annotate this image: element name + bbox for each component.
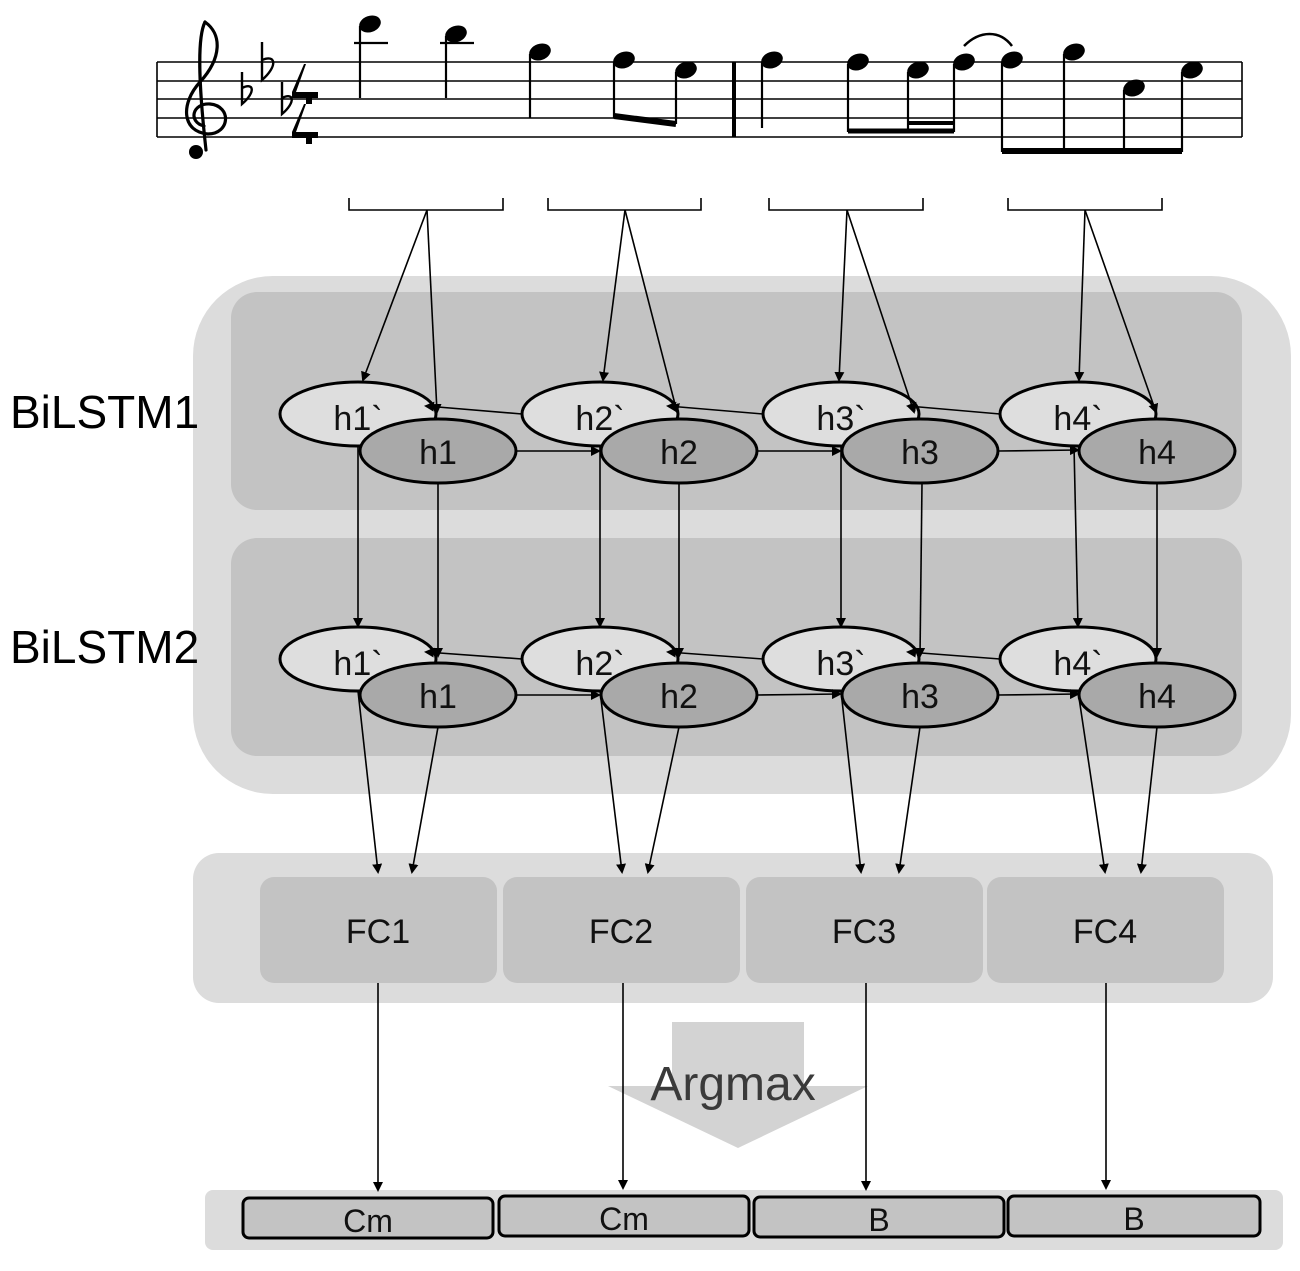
arrow <box>624 209 680 414</box>
output-cell-3 <box>752 1195 1006 1239</box>
bracket-4 <box>1007 198 1163 211</box>
arrow <box>599 690 626 874</box>
arrow <box>846 209 917 414</box>
bilstm2-forward-label-3: h3 <box>901 678 939 716</box>
music-score <box>156 15 1243 159</box>
fc4-box <box>987 877 1224 983</box>
arrow <box>357 690 383 874</box>
arrow <box>840 690 866 874</box>
arrow <box>1084 209 1159 414</box>
output-cell-2 <box>497 1194 751 1238</box>
arrow <box>666 647 764 660</box>
arrow <box>408 726 439 874</box>
bilstm1-forward-label-3: h3 <box>901 434 939 472</box>
fc3-label: FC3 <box>832 913 896 951</box>
arrow <box>424 401 523 415</box>
bilstm2-label: BiLSTM2 <box>10 621 199 673</box>
arrow <box>1074 209 1086 382</box>
arrow <box>906 401 1001 415</box>
arrow <box>1077 690 1109 874</box>
bilstm1-forward-label-4: h4 <box>1138 434 1176 472</box>
notes <box>354 15 1203 154</box>
output-cell-4 <box>1006 1194 1262 1238</box>
arrow <box>1072 445 1083 628</box>
arrow <box>644 726 680 874</box>
bilstm1-forward-label-1: h1 <box>419 434 457 472</box>
fc3-box <box>746 877 983 983</box>
arrow <box>895 726 921 874</box>
argmax-arrow-icon <box>608 1022 868 1148</box>
bilstm2-forward-label-1: h1 <box>419 678 457 716</box>
output-cell-1 <box>241 1196 495 1240</box>
bilstm1-forward-label-2: h2 <box>660 434 698 472</box>
arrow <box>1136 726 1158 874</box>
time-signature <box>292 64 318 144</box>
arrow <box>834 209 848 382</box>
staff-lines <box>156 61 1243 138</box>
argmax-label: Argmax <box>650 1058 815 1111</box>
arrow <box>756 689 842 700</box>
measure-brackets <box>348 198 1163 211</box>
output-label-3: B <box>868 1202 889 1238</box>
fc4-label: FC4 <box>1073 913 1137 951</box>
output-cells <box>241 1194 1262 1240</box>
key-signature-flats <box>240 42 293 117</box>
bilstm1-label: BiLSTM1 <box>10 386 199 438</box>
arrow <box>361 209 428 382</box>
bilstm2-forward-label-4: h4 <box>1138 678 1176 716</box>
arrow <box>666 401 764 415</box>
arrow <box>426 209 442 414</box>
bracket-3 <box>768 198 924 211</box>
output-label-2: Cm <box>599 1201 649 1237</box>
bilstm1-forward-states <box>358 417 1237 485</box>
bracket-2 <box>547 198 702 211</box>
arrow <box>997 689 1080 700</box>
fc2-label: FC2 <box>589 913 653 951</box>
fc1-label: FC1 <box>346 913 410 951</box>
arrow <box>424 647 523 660</box>
treble-clef-icon <box>185 20 228 159</box>
output-label-1: Cm <box>343 1203 393 1239</box>
output-label-4: B <box>1123 1201 1144 1237</box>
arrow <box>997 445 1080 456</box>
arrow <box>915 482 926 658</box>
bracket-1 <box>348 198 504 211</box>
bilstm2-forward-label-2: h2 <box>660 678 698 716</box>
arrow <box>599 209 626 382</box>
connection-arrows <box>353 209 1162 1192</box>
fc1-box <box>260 877 497 983</box>
arrow <box>906 647 1001 660</box>
fc2-box <box>503 877 740 983</box>
